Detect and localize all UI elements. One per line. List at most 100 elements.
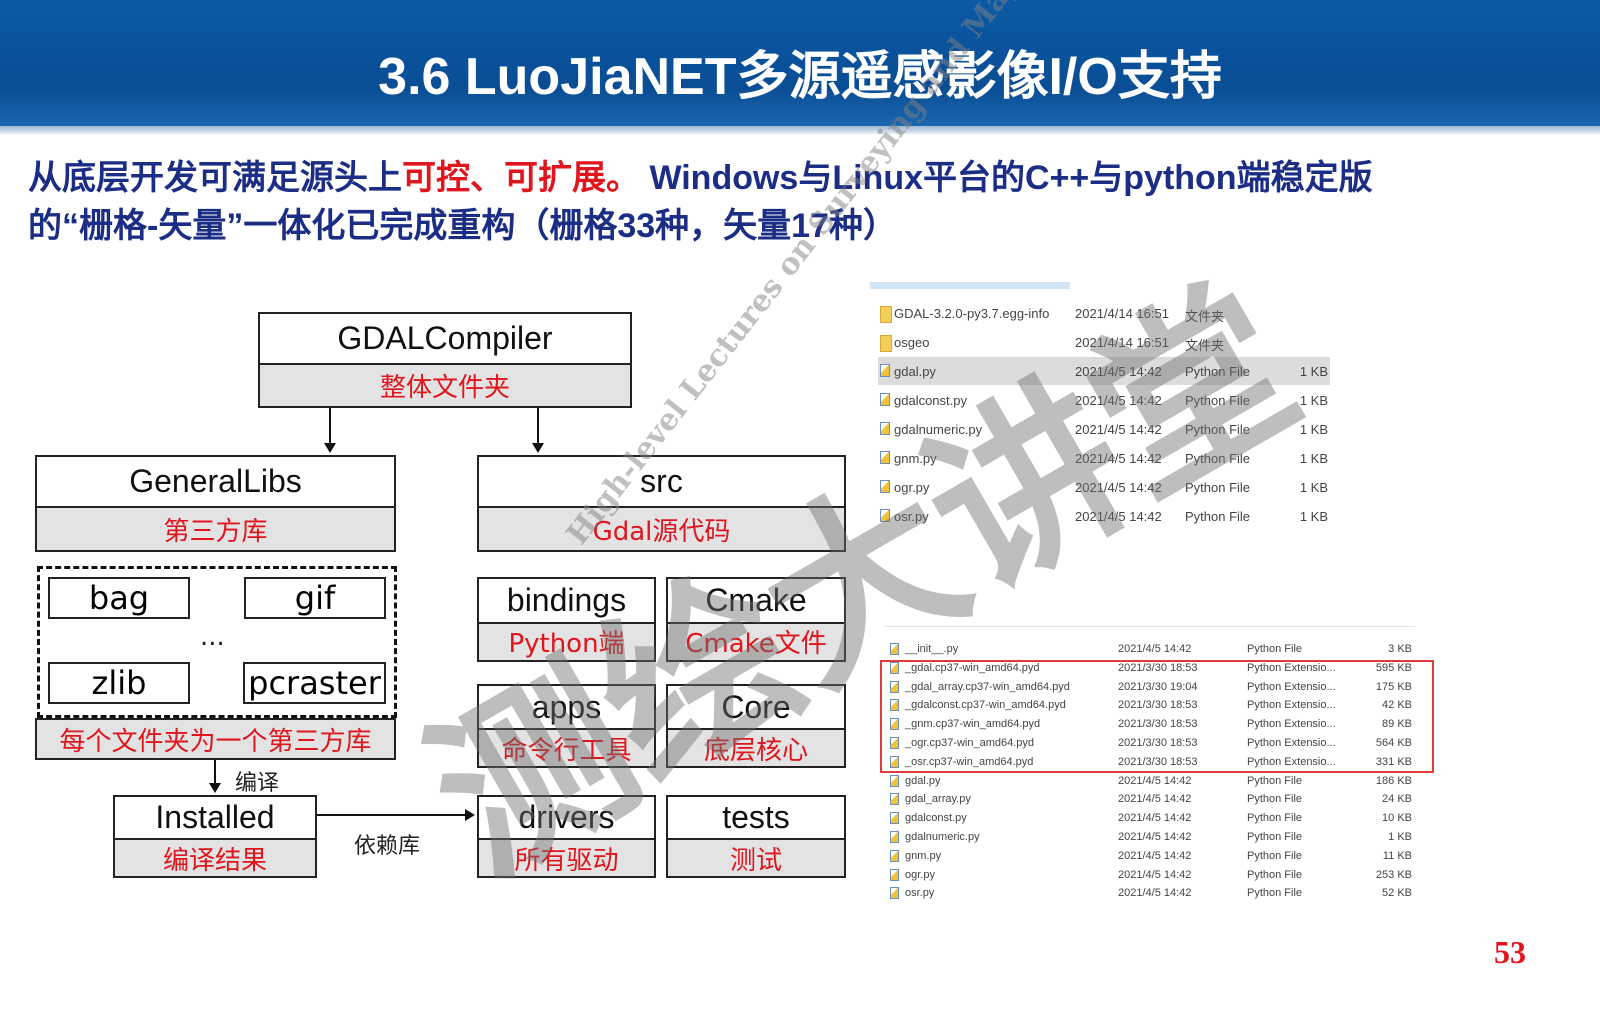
file-date: 2021/3/30 18:53 (1118, 755, 1198, 768)
file-row[interactable]: _ogr.cp37-win_amd64.pyd 2021/3/30 18:53 … (885, 734, 1415, 753)
connector (317, 814, 467, 816)
file-row[interactable]: gdalnumeric.py 2021/4/5 14:42 Python Fil… (885, 828, 1415, 847)
folder-icon (880, 335, 892, 352)
column-header-bar (870, 282, 1070, 289)
box-desc: Python端 (479, 623, 654, 660)
file-date: 2021/4/5 14:42 (1075, 451, 1162, 466)
file-row[interactable]: gdal.py 2021/4/5 14:42 Python File 186 K… (885, 772, 1415, 791)
subtitle-text: Windows与Linux平台的C++与python端稳定版 (640, 159, 1373, 197)
file-row[interactable]: _osr.cp37-win_amd64.pyd 2021/3/30 18:53 … (885, 753, 1415, 772)
python-file-icon (890, 812, 899, 825)
file-date: 2021/4/5 14:42 (1118, 887, 1192, 900)
file-type: Python File (1185, 451, 1251, 466)
python-file-icon (880, 509, 890, 522)
file-type: Python File (1185, 480, 1251, 495)
file-type: Python Extensio... (1247, 737, 1336, 749)
highlight-box (880, 660, 1434, 773)
file-row[interactable]: osr.py 2021/4/5 14:42 Python File 1 KB (878, 502, 1330, 530)
file-size: 564 KB (1375, 737, 1412, 749)
file-row[interactable]: gnm.py 2021/4/5 14:42 Python File 11 KB (885, 847, 1415, 866)
file-name: _gnm.cp37-win_amd64.pyd (905, 718, 1041, 731)
file-name: _gdal_array.cp37-win_amd64.pyd (905, 680, 1070, 693)
box-label: GeneralLibs (37, 457, 394, 509)
python-file-icon (880, 364, 890, 377)
file-date: 2021/4/5 14:42 (1075, 509, 1162, 524)
python-file-icon (890, 737, 899, 749)
file-size: 24 KB (1382, 793, 1412, 806)
file-size: 1 KB (1299, 480, 1328, 495)
file-size: 595 KB (1375, 661, 1412, 674)
file-date: 2021/3/30 18:53 (1118, 699, 1198, 712)
file-row[interactable]: gdalconst.py 2021/4/5 14:42 Python File … (885, 809, 1415, 828)
file-row[interactable]: gdal.py 2021/4/5 14:42 Python File 1 KB (878, 357, 1330, 385)
file-name: __init__.py (905, 643, 959, 655)
file-type: Python Extensio... (1247, 755, 1336, 768)
connector (214, 760, 216, 784)
file-size: 331 KB (1375, 755, 1412, 768)
file-type: Python Extensio... (1247, 680, 1336, 693)
file-name: gdal.py (894, 364, 936, 379)
file-name: _gdalconst.cp37-win_amd64.pyd (905, 699, 1066, 712)
file-row[interactable]: _gnm.cp37-win_amd64.pyd 2021/3/30 18:53 … (885, 715, 1415, 734)
file-date: 2021/3/30 19:04 (1118, 680, 1198, 693)
file-type: Python File (1247, 887, 1303, 900)
file-row[interactable]: osr.py 2021/4/5 14:42 Python File 52 KB (885, 884, 1415, 903)
file-row[interactable]: __init__.py 2021/4/5 14:42 Python File 3… (885, 640, 1415, 659)
connector (537, 408, 539, 444)
python-file-icon (890, 680, 899, 693)
lib-pcraster: pcraster (243, 662, 386, 704)
folder-icon (880, 306, 892, 323)
file-size: 89 KB (1382, 718, 1412, 731)
file-row[interactable]: gdal_array.py 2021/4/5 14:42 Python File… (885, 790, 1415, 809)
file-name: osgeo (894, 335, 930, 350)
file-type: Python File (1185, 509, 1251, 524)
file-row[interactable]: osgeo 2021/4/14 16:51 文件夹 (878, 328, 1330, 356)
lib-bag: bag (48, 577, 190, 619)
column-header-line (885, 626, 1415, 627)
file-type: Python File (1247, 868, 1303, 881)
box-desc: 测试 (668, 840, 844, 876)
file-name: gdal_array.py (905, 793, 971, 806)
python-file-icon (890, 887, 899, 900)
file-row[interactable]: gnm.py 2021/4/5 14:42 Python File 1 KB (878, 444, 1330, 472)
python-file-icon (890, 643, 899, 655)
python-file-icon (890, 661, 899, 674)
file-type: 文件夹 (1185, 309, 1225, 324)
file-row[interactable]: gdalconst.py 2021/4/5 14:42 Python File … (878, 386, 1330, 414)
title-bar (0, 0, 1600, 126)
file-row[interactable]: GDAL-3.2.0-py3.7.egg-info 2021/4/14 16:5… (878, 299, 1330, 327)
file-date: 2021/4/5 14:42 (1075, 480, 1162, 495)
file-type: Python File (1247, 831, 1303, 843)
file-name: osr.py (905, 887, 935, 900)
box-label: src (479, 457, 844, 509)
file-row[interactable]: ogr.py 2021/4/5 14:42 Python File 253 KB (885, 866, 1415, 885)
file-row[interactable]: _gdalconst.cp37-win_amd64.pyd 2021/3/30 … (885, 696, 1415, 715)
ellipsis: ... (200, 622, 225, 652)
box-label: GDALCompiler (260, 314, 630, 365)
file-name: gdal.py (905, 774, 941, 787)
file-name: gnm.py (905, 849, 942, 862)
file-name: osr.py (894, 509, 929, 524)
file-row[interactable]: _gdal_array.cp37-win_amd64.pyd 2021/3/30… (885, 678, 1415, 697)
file-size: 175 KB (1375, 680, 1412, 693)
file-row[interactable]: gdalnumeric.py 2021/4/5 14:42 Python Fil… (878, 415, 1330, 443)
title-divider (0, 126, 1600, 134)
box-label: bindings (479, 579, 654, 624)
libs-note: 每个文件夹为一个第三方库 (35, 718, 396, 760)
file-date: 2021/4/14 16:51 (1075, 306, 1169, 321)
compile-label: 编译 (235, 771, 280, 796)
box-label: Installed (115, 797, 315, 841)
file-row[interactable]: _gdal.cp37-win_amd64.pyd 2021/3/30 18:53… (885, 659, 1415, 678)
file-date: 2021/4/5 14:42 (1118, 793, 1192, 806)
file-row[interactable]: ogr.py 2021/4/5 14:42 Python File 1 KB (878, 473, 1330, 501)
arrow-down-icon (324, 443, 336, 453)
box-label: Cmake (668, 579, 844, 624)
file-type: Python File (1247, 812, 1303, 825)
